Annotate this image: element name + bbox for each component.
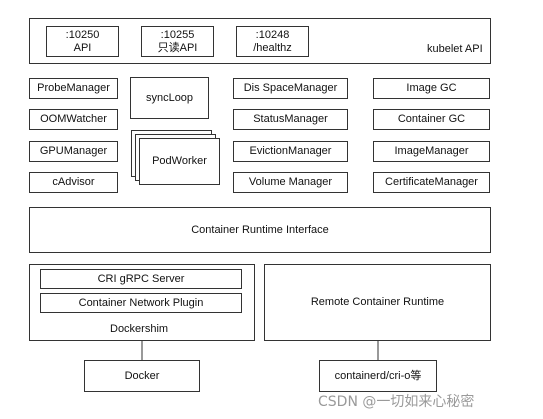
certificate-manager-box: CertificateManager (373, 172, 490, 193)
oom-watcher-box: OOMWatcher (29, 109, 118, 130)
port-10248-name: /healthz (253, 41, 292, 54)
sync-loop-box: syncLoop (130, 77, 209, 119)
gpu-manager-box: GPUManager (29, 141, 118, 162)
kubelet-api-label: kubelet API (427, 43, 483, 55)
port-10250-api-box: :10250 API (46, 26, 119, 57)
status-manager-box: StatusManager (233, 109, 348, 130)
disk-space-manager-box: Dis SpaceManager (233, 78, 348, 99)
dockershim-label: Dockershim (110, 323, 169, 335)
remote-container-runtime-box: Remote Container Runtime (264, 264, 491, 341)
image-gc-box: Image GC (373, 78, 490, 99)
eviction-manager-box: EvictionManager (233, 141, 348, 162)
port-10255-label: :10255 (160, 28, 195, 41)
port-10255-name: 只读API (157, 41, 198, 54)
containerd-cri-o-box: containerd/cri-o等 (319, 360, 437, 392)
container-runtime-interface-box: Container Runtime Interface (29, 207, 491, 253)
port-10250-name: API (73, 41, 92, 54)
probe-manager-box: ProbeManager (29, 78, 118, 99)
port-10248-label: :10248 (255, 28, 290, 41)
image-manager-box: ImageManager (373, 141, 490, 162)
volume-manager-box: Volume Manager (233, 172, 348, 193)
csdn-watermark: CSDN @一切如来心秘密 (318, 394, 475, 410)
pod-worker-box: PodWorker (139, 138, 220, 185)
port-10248-healthz-box: :10248 /healthz (236, 26, 309, 57)
cadvisor-box: cAdvisor (29, 172, 118, 193)
docker-box: Docker (84, 360, 200, 392)
container-gc-box: Container GC (373, 109, 490, 130)
cri-grpc-server-box: CRI gRPC Server (40, 269, 242, 289)
port-10250-label: :10250 (65, 28, 100, 41)
container-network-plugin-box: Container Network Plugin (40, 293, 242, 313)
port-10255-readonly-api-box: :10255 只读API (141, 26, 214, 57)
